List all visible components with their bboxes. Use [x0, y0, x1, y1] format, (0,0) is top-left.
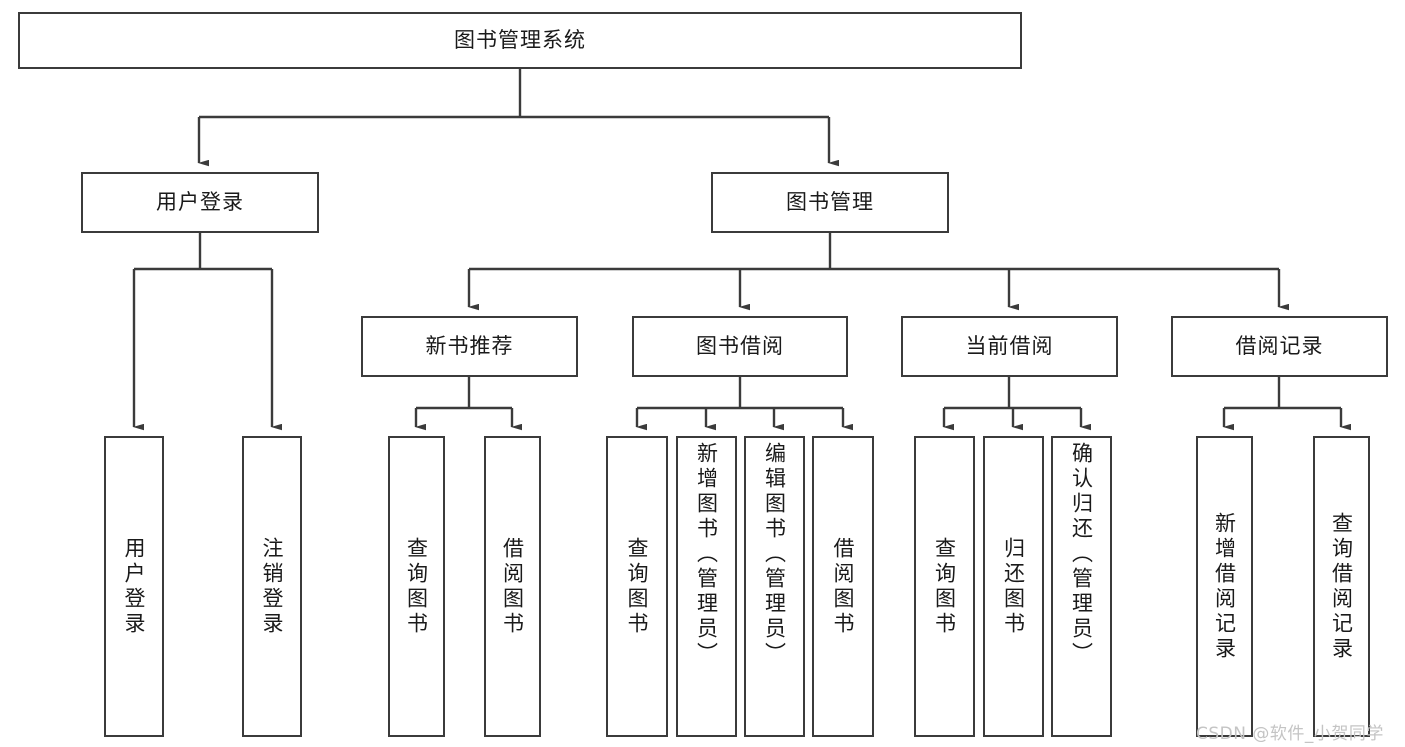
node-user-login[interactable]: 用户登录	[81, 172, 319, 233]
leaf-return-book-label: 归还图书	[1001, 536, 1026, 637]
leaf-query-book-recommend[interactable]: 查询图书	[388, 436, 445, 737]
leaf-query-book-current-label: 查询图书	[932, 536, 957, 637]
node-book-management[interactable]: 图书管理	[711, 172, 949, 233]
leaf-user-login-label: 用户登录	[122, 536, 147, 637]
node-book-borrow-label: 图书借阅	[696, 333, 784, 358]
leaf-query-borrow-record-label: 查询借阅记录	[1329, 511, 1354, 662]
leaf-return-book[interactable]: 归还图书	[983, 436, 1044, 737]
leaf-edit-book-label: 编辑图书（管理员）	[762, 442, 787, 667]
leaf-query-book-borrow-label: 查询图书	[625, 536, 650, 637]
leaf-user-login[interactable]: 用户登录	[104, 436, 164, 737]
leaf-query-book-borrow[interactable]: 查询图书	[606, 436, 668, 737]
leaf-query-book-recommend-label: 查询图书	[404, 536, 429, 637]
leaf-add-borrow-record[interactable]: 新增借阅记录	[1196, 436, 1253, 737]
watermark: CSDN @软件_小贺同学	[1196, 724, 1384, 744]
node-current-borrow[interactable]: 当前借阅	[901, 316, 1118, 377]
leaf-add-borrow-record-label: 新增借阅记录	[1212, 511, 1237, 662]
node-root-label: 图书管理系统	[454, 27, 586, 52]
leaf-borrow-book[interactable]: 借阅图书	[812, 436, 874, 737]
leaf-query-book-current[interactable]: 查询图书	[914, 436, 975, 737]
leaf-confirm-return[interactable]: 确认归还（管理员）	[1051, 436, 1112, 737]
node-user-login-label: 用户登录	[156, 189, 244, 214]
leaf-query-borrow-record[interactable]: 查询借阅记录	[1313, 436, 1370, 737]
node-book-management-label: 图书管理	[786, 189, 874, 214]
node-new-book-recommend-label: 新书推荐	[425, 333, 514, 358]
node-borrow-record[interactable]: 借阅记录	[1171, 316, 1388, 377]
leaf-confirm-return-label: 确认归还（管理员）	[1069, 442, 1094, 667]
node-current-borrow-label: 当前借阅	[965, 333, 1054, 358]
leaf-logout-label: 注销登录	[260, 536, 285, 637]
leaf-borrow-book-recommend[interactable]: 借阅图书	[484, 436, 541, 737]
leaf-borrow-book-label: 借阅图书	[831, 536, 856, 637]
leaf-logout[interactable]: 注销登录	[242, 436, 302, 737]
leaf-edit-book[interactable]: 编辑图书（管理员）	[744, 436, 805, 737]
leaf-add-book-label: 新增图书（管理员）	[694, 442, 719, 667]
node-book-borrow[interactable]: 图书借阅	[632, 316, 848, 377]
node-new-book-recommend[interactable]: 新书推荐	[361, 316, 578, 377]
leaf-add-book[interactable]: 新增图书（管理员）	[676, 436, 737, 737]
node-borrow-record-label: 借阅记录	[1235, 333, 1324, 358]
leaf-borrow-book-recommend-label: 借阅图书	[500, 536, 525, 637]
node-root[interactable]: 图书管理系统	[18, 12, 1022, 69]
